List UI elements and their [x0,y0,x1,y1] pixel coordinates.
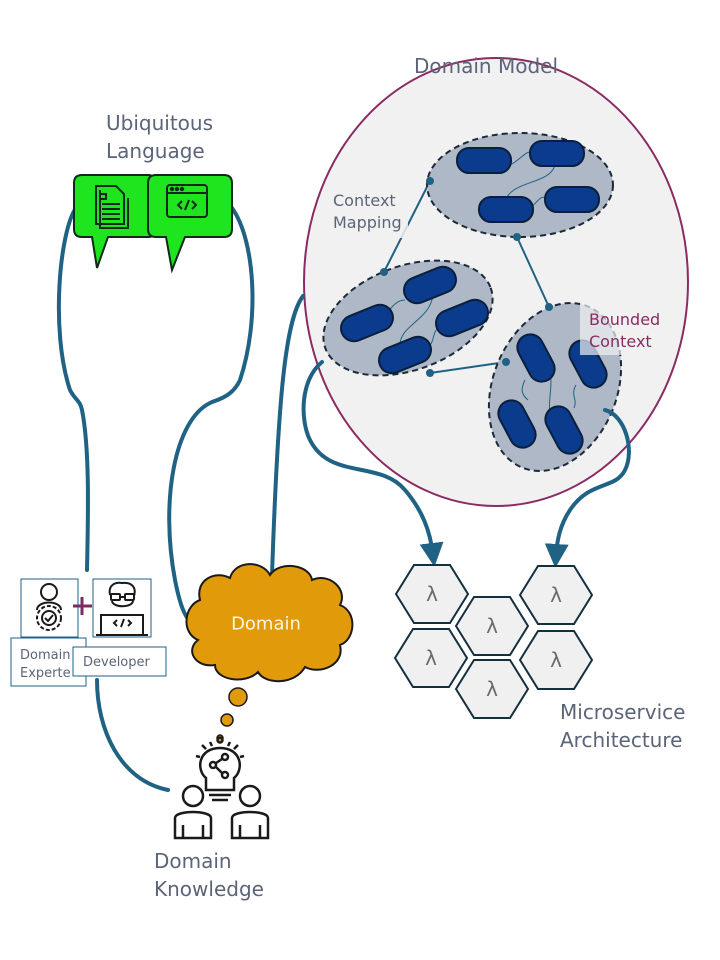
connector-domain-model [270,294,305,577]
microservice-hexagon: λ [518,630,594,690]
thought-bubble [220,713,234,727]
connector-team-to-knowledge [95,678,170,792]
connector-left-context-to-ms [301,360,444,567]
domain-expert-label: Domain Experte [20,648,75,681]
entity [497,399,537,449]
domain-knowledge-label: Domain Knowledge [154,849,264,901]
thought-bubble [228,687,248,707]
connector-language-left [56,206,90,572]
context-mapping-label: Context Mapping [333,191,402,232]
entity [544,405,584,455]
microservice-grid: λ λ λ λ λ λ [393,564,594,719]
entity [529,140,585,167]
microservice-hexagon: λ [393,628,469,688]
context-mapping-nodes [380,177,553,377]
lambda-symbol: λ [486,677,498,701]
entity [516,333,556,383]
lambda-symbol: λ [486,614,498,638]
document-icon [95,185,129,229]
entity [544,186,600,213]
entity [456,147,512,174]
developer [92,578,152,638]
bounded-context-left [322,259,494,377]
entity [435,298,489,338]
speech-bubble-code [147,174,233,274]
entity [403,265,457,305]
lambda-symbol: λ [425,646,437,670]
developer-laptop-icon [96,581,148,636]
microservice-hexagon: λ [454,659,530,719]
microservice-hexagon: λ [518,565,594,625]
lambda-symbol: λ [550,583,562,607]
developer-label: Developer [83,655,151,670]
connector-language-right [167,206,255,627]
entity [478,196,534,223]
connectors [56,206,631,792]
domain-model-label: Domain Model [414,54,558,78]
lightbulb-people-icon [173,736,270,840]
ubiquitous-language-label: Ubiquitous Language [106,111,219,163]
microservice-hexagon: λ [394,564,470,624]
bounded-context-top [426,132,614,238]
microservice-architecture-label: Microservice Architecture [560,700,692,752]
domain-label: Domain [231,614,301,635]
lambda-symbol: λ [426,582,438,606]
bounded-context-label: Bounded Context [589,310,665,351]
domain-expert [20,578,79,638]
entity [568,339,608,389]
lambda-symbol: λ [550,648,562,672]
expert-gear-check-icon [36,583,62,631]
plus-icon [73,597,92,615]
entity [378,335,432,375]
code-window-icon [166,184,208,218]
microservice-hexagon: λ [454,596,530,656]
connector-right-context-to-ms [544,408,631,568]
domain-cloud: Domain [185,563,354,683]
speech-bubble-document [73,174,157,269]
entity [340,303,394,343]
